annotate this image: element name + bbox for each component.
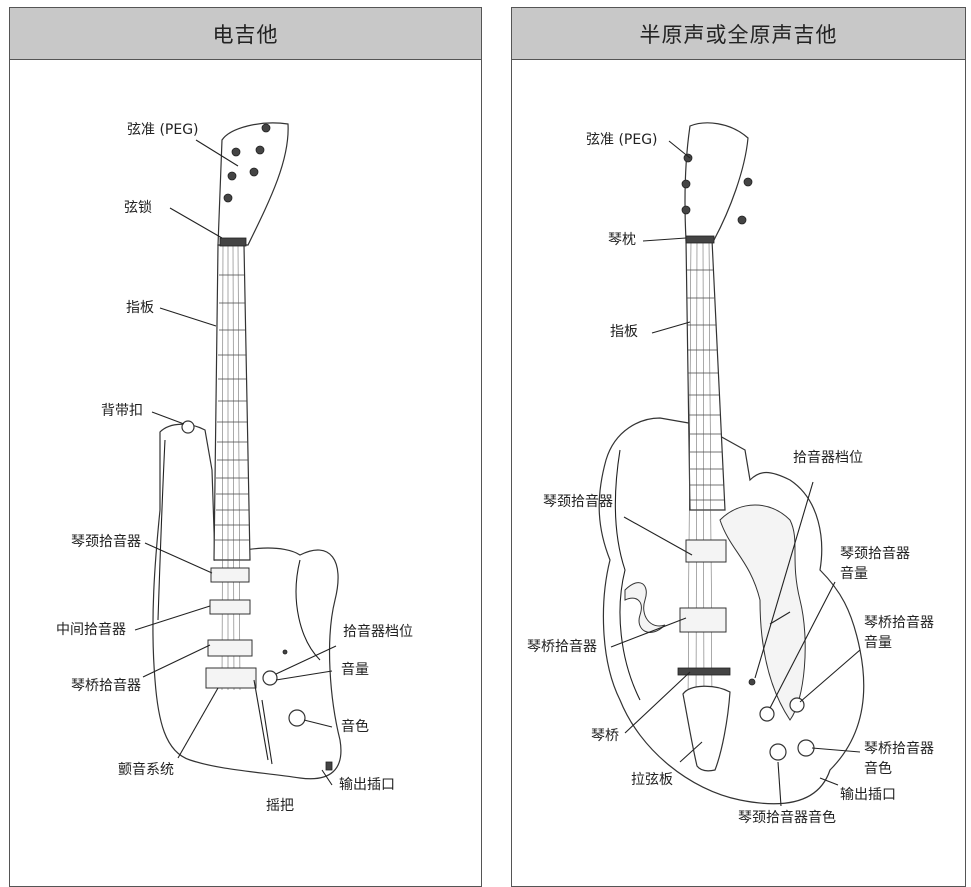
label-electric-pickup-selector: 拾音器档位 <box>343 624 413 641</box>
label-electric-tremolo: 颤音系统 <box>118 762 174 779</box>
label-acoustic-fingerboard: 指板 <box>610 324 638 341</box>
label-electric-strap-button: 背带扣 <box>101 403 143 420</box>
label-acoustic-neck-volume-1: 琴颈拾音器 <box>840 546 910 563</box>
label-acoustic-pickup-selector: 拾音器档位 <box>793 450 863 467</box>
label-acoustic-peg: 弦准 (PEG) <box>586 132 658 149</box>
label-acoustic-bridge: 琴桥 <box>591 728 619 745</box>
label-electric-tremolo-arm: 摇把 <box>266 798 294 815</box>
label-acoustic-neck-volume-2: 音量 <box>840 566 868 583</box>
label-electric-middle-pickup: 中间拾音器 <box>56 622 126 639</box>
label-acoustic-bridge-volume-1: 琴桥拾音器 <box>864 615 934 632</box>
label-acoustic-neck-tone: 琴颈拾音器音色 <box>738 810 836 827</box>
label-acoustic-bridge-tone-1: 琴桥拾音器 <box>864 741 934 758</box>
label-acoustic-nut: 琴枕 <box>608 232 636 249</box>
label-electric-bridge-pickup: 琴桥拾音器 <box>71 678 141 695</box>
label-electric-peg: 弦准 (PEG) <box>127 122 199 139</box>
label-acoustic-bridge-volume-2: 音量 <box>864 635 892 652</box>
label-electric-fingerboard: 指板 <box>126 300 154 317</box>
electric-guitar-drawing <box>153 123 341 779</box>
label-acoustic-neck-pickup: 琴颈拾音器 <box>543 494 613 511</box>
label-electric-volume: 音量 <box>341 662 369 679</box>
label-acoustic-bridge-pickup: 琴桥拾音器 <box>527 639 597 656</box>
label-electric-string-lock: 弦锁 <box>124 200 152 217</box>
label-electric-neck-pickup: 琴颈拾音器 <box>71 534 141 551</box>
label-acoustic-tailpiece: 拉弦板 <box>631 772 673 789</box>
label-electric-output-jack: 输出插口 <box>339 777 395 794</box>
label-electric-tone: 音色 <box>341 719 369 736</box>
label-acoustic-bridge-tone-2: 音色 <box>864 761 892 778</box>
label-acoustic-output-jack: 输出插口 <box>840 787 896 804</box>
